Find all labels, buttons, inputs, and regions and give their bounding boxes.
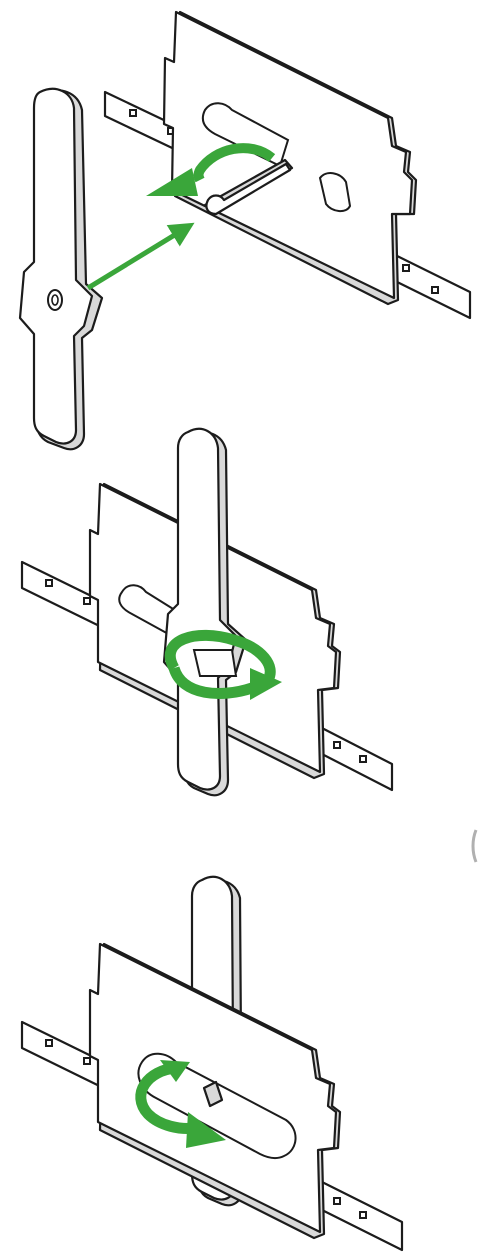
key-bar-icon bbox=[20, 89, 102, 449]
insert-arrow-icon bbox=[88, 228, 186, 288]
step-1 bbox=[20, 12, 470, 449]
mounting-plate-icon bbox=[105, 12, 470, 318]
step-3 bbox=[22, 877, 402, 1250]
step-2 bbox=[22, 429, 392, 795]
edge-artifact bbox=[473, 830, 476, 862]
